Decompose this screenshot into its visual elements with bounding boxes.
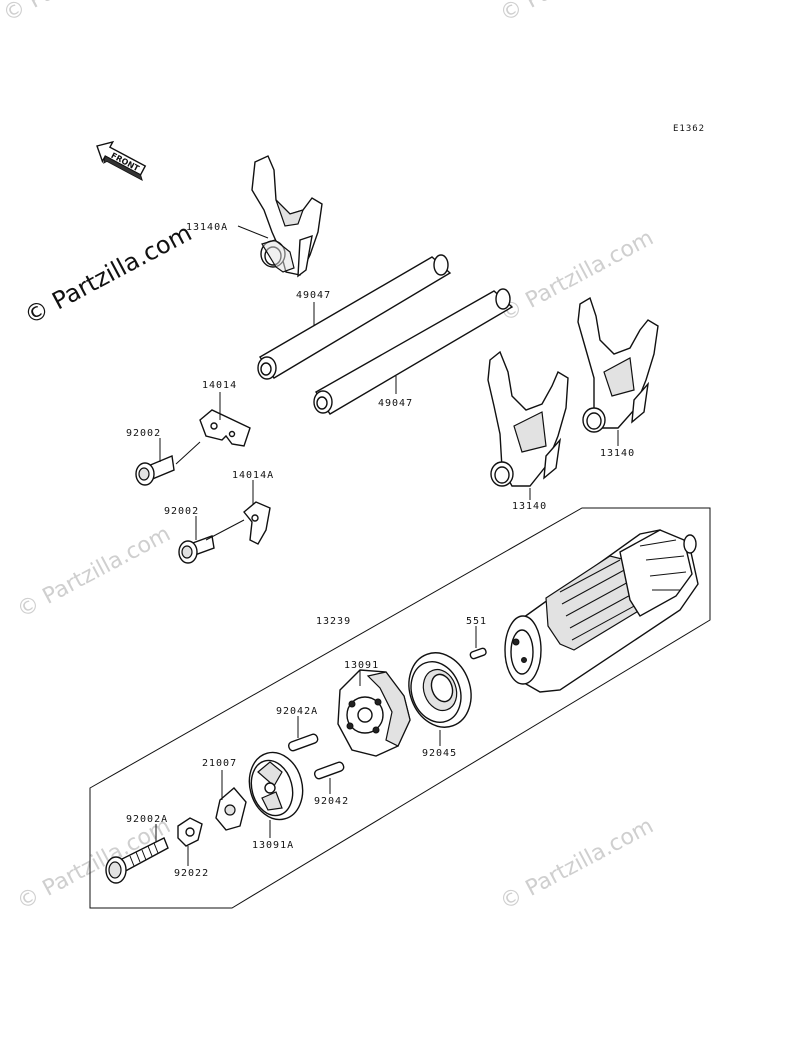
callout-13140-middle: 13140 (512, 501, 547, 512)
pin-92042A (287, 733, 319, 752)
bolt-92002-lower (178, 535, 215, 564)
callout-13140A: 13140A (186, 222, 228, 233)
callout-92002-bottom: 92002 (164, 506, 199, 517)
callout-92002-top: 92002 (126, 428, 161, 439)
callouts: 13140A 49047 49047 14014 14014A 92002 92… (126, 222, 635, 879)
bolt-92002-upper (135, 455, 175, 486)
watermark-top-left: © Partzilla.com (0, 0, 161, 27)
shift-fork-13140A (251, 155, 323, 278)
watermark-mid-right: © Partzilla.com (496, 226, 658, 328)
watermarks: © Partzilla.com © Partzilla.com © Partzi… (0, 0, 658, 915)
bolt-92002A (105, 837, 169, 884)
callout-14014A: 14014A (232, 470, 274, 481)
callout-13091: 13091 (344, 660, 379, 671)
shift-fork-13140-right (577, 296, 659, 433)
callout-92042: 92042 (314, 796, 349, 807)
callout-13239: 13239 (316, 616, 351, 627)
watermark-mid-left: © Partzilla.com (13, 522, 175, 624)
plate-14014A (243, 501, 271, 545)
cam-13091 (337, 669, 411, 757)
bearing-92045 (408, 652, 472, 728)
callout-14014: 14014 (202, 380, 237, 391)
assembly-frame (89, 507, 711, 909)
watermark-main: © Partzilla.com (20, 219, 197, 331)
callout-92042A: 92042A (276, 706, 318, 717)
watermark-bottom-left: © Partzilla.com (13, 814, 175, 916)
collar-92022 (177, 817, 203, 847)
shift-fork-13140-middle (487, 350, 569, 487)
pin-551 (469, 647, 487, 660)
leader-lines (155, 225, 619, 866)
shift-rod-49047-lower (313, 288, 514, 415)
plate-14014 (199, 409, 251, 447)
stopper-21007 (215, 787, 247, 831)
callout-49047-bottom: 49047 (378, 398, 413, 409)
shift-rod-49047-upper (257, 254, 452, 380)
callout-13140-right: 13140 (600, 448, 635, 459)
callout-92045: 92045 (422, 748, 457, 759)
shift-drum-13239 (504, 529, 699, 693)
watermark-top-right: © Partzilla.com (496, 0, 658, 27)
callout-92022: 92022 (174, 868, 209, 879)
watermark-bottom-right: © Partzilla.com (496, 814, 658, 916)
pin-92042 (313, 761, 345, 780)
front-arrow-icon: FRONT (96, 140, 147, 182)
callout-49047-top: 49047 (296, 290, 331, 301)
callout-21007: 21007 (202, 758, 237, 769)
callout-92002A: 92002A (126, 814, 168, 825)
diagram-code: E1362 (673, 124, 705, 134)
callout-13091A: 13091A (252, 840, 294, 851)
callout-551: 551 (466, 616, 487, 627)
plate-13091A (248, 751, 304, 821)
